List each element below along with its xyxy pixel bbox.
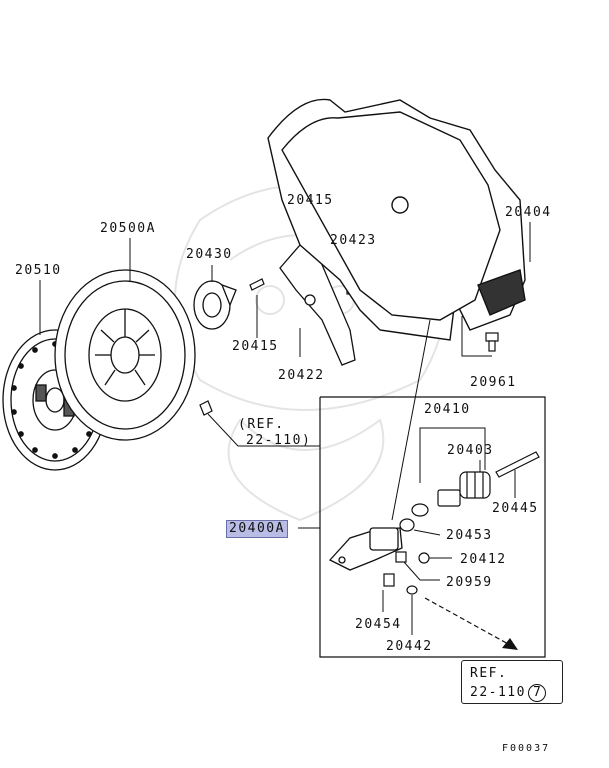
union-20959 — [395, 551, 407, 563]
slave-cylinder-20400A — [328, 527, 403, 571]
transmission-housing-20404 — [267, 98, 526, 341]
label-20961: 20961 — [470, 375, 517, 390]
label-20422: 20422 — [278, 368, 325, 383]
ref-22-110-upper-line2: 22-110) — [246, 433, 312, 448]
label-20445: 20445 — [492, 501, 539, 516]
label-20453: 20453 — [446, 528, 493, 543]
bush-20442 — [406, 585, 418, 595]
bleeder-20453 — [399, 518, 415, 532]
pressure-plate-20500A — [54, 269, 196, 441]
label-20410: 20410 — [424, 402, 471, 417]
ball-stud-22-110 — [199, 400, 213, 416]
figure-code: F00037 — [502, 743, 551, 754]
label-20510: 20510 — [15, 263, 62, 278]
ref-box-circled-number: 7 — [527, 684, 546, 702]
leader-20410 — [419, 427, 486, 483]
label-20403: 20403 — [447, 443, 494, 458]
label-20959: 20959 — [446, 575, 493, 590]
label-20454: 20454 — [355, 617, 402, 632]
label-20404: 20404 — [505, 205, 552, 220]
boot-20403 — [459, 471, 491, 499]
bolt-20961 — [485, 332, 499, 352]
leader-housing-to-cylinder — [391, 319, 431, 521]
ref-box-page: 22-110 — [470, 685, 526, 700]
slave-cylinder-group-box — [319, 396, 546, 658]
leader-20959 — [403, 561, 440, 581]
release-bearing-20430 — [193, 280, 237, 330]
cap-20412 — [418, 552, 430, 564]
label-20400A-highlighted[interactable]: 20400A — [226, 520, 288, 538]
label-20442: 20442 — [386, 639, 433, 654]
label-20415-upper: 20415 — [287, 193, 334, 208]
label-20430: 20430 — [186, 247, 233, 262]
label-20415-lower: 20415 — [232, 339, 279, 354]
arrow-ref-22-110 — [424, 597, 511, 646]
label-20423: 20423 — [330, 233, 377, 248]
arrow-head-icon — [502, 638, 518, 650]
label-20412: 20412 — [460, 552, 507, 567]
ref-22-110-upper-line1: (REF. — [238, 417, 285, 432]
leader-ref-22-110 — [207, 413, 320, 447]
ref-box-line1: REF. — [470, 666, 508, 681]
bolt-20454 — [383, 573, 395, 587]
piston-20410 — [411, 489, 461, 517]
label-20500A: 20500A — [100, 221, 156, 236]
leader-20961 — [461, 316, 492, 357]
leader-20453 — [413, 529, 441, 536]
push-rod-20445 — [495, 451, 540, 478]
